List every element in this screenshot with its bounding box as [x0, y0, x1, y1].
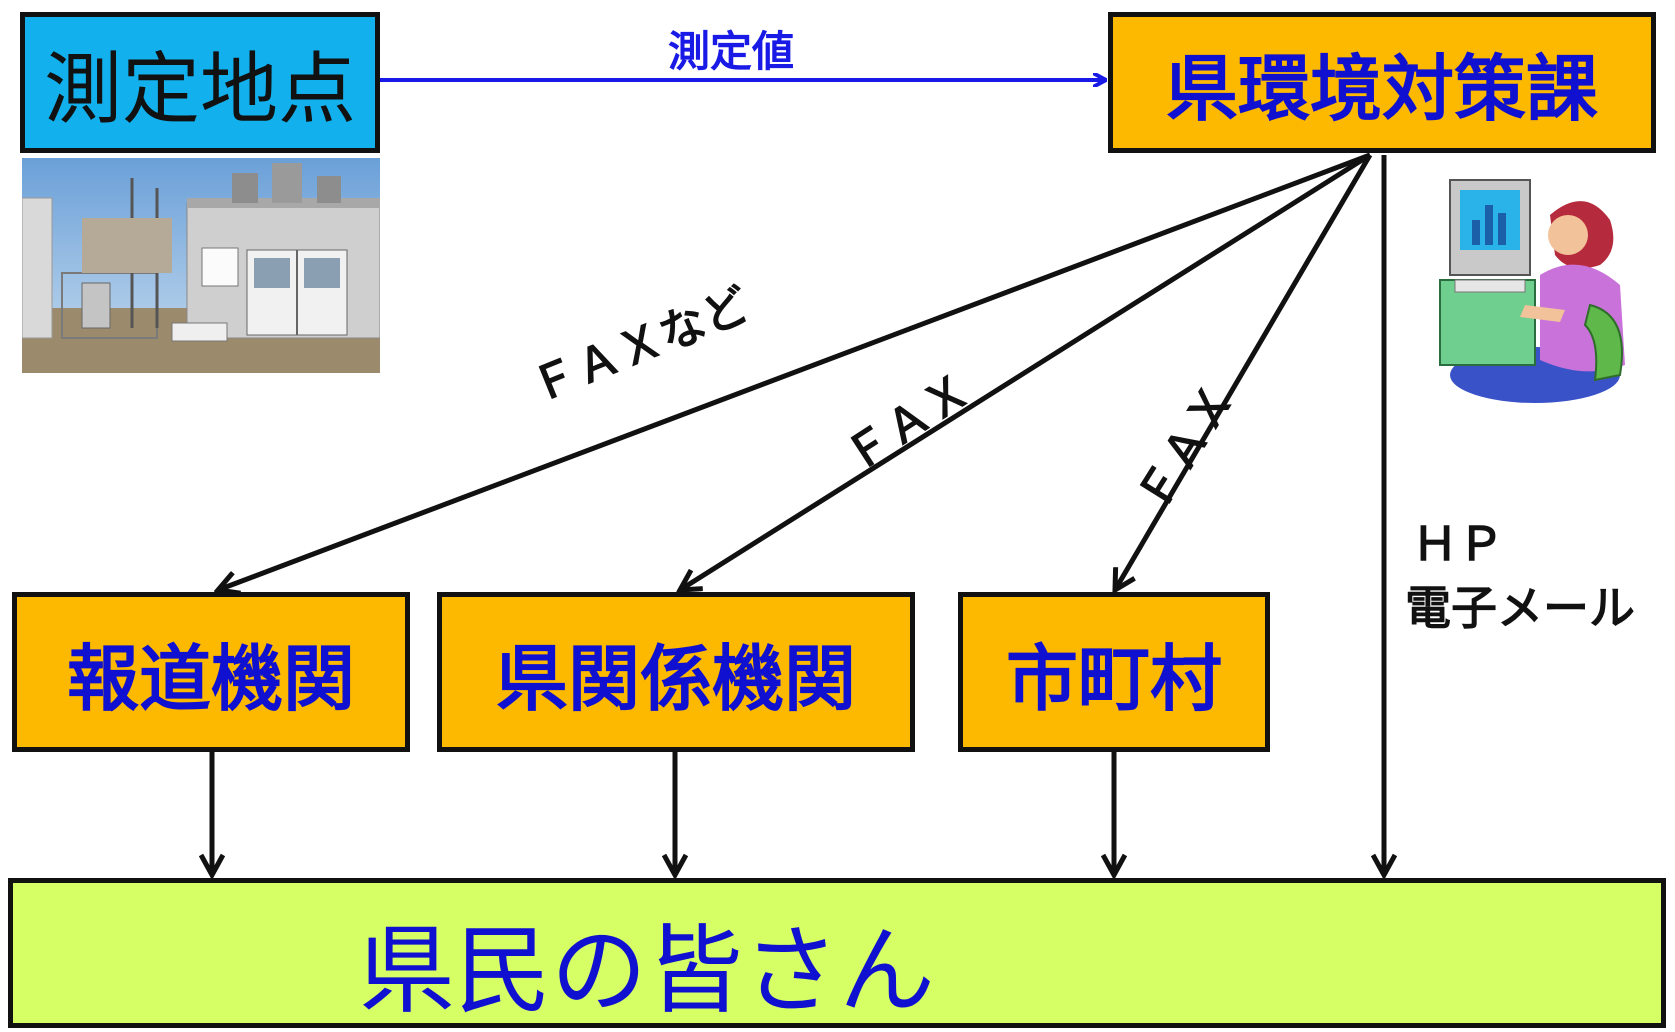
pref-related-label: 県関係機関	[495, 636, 856, 721]
measurement-point-box: 測定地点	[20, 12, 380, 153]
measurement-point-label: 測定地点	[43, 44, 356, 135]
residents-box: 県民の皆さん	[8, 878, 1666, 1028]
pref-related-box: 県関係機関	[437, 592, 915, 752]
arrow-division-to-municipalities	[1115, 153, 1373, 590]
press-box: 報道機関	[12, 592, 410, 752]
monitoring-station-photo	[22, 158, 380, 373]
pref-env-division-box: 県環境対策課	[1108, 12, 1656, 153]
press-label: 報道機関	[66, 636, 355, 721]
municipalities-box: 市町村	[958, 592, 1270, 752]
municipalities-label: 市町村	[1005, 636, 1222, 721]
pref-env-division-label: 県環境対策課	[1165, 47, 1598, 131]
email-label: 電子メール	[1405, 581, 1635, 635]
hp-label: ＨＰ	[1412, 517, 1504, 571]
residents-label: 県民の皆さん	[359, 915, 935, 1027]
arrow-division-to-press	[218, 152, 1371, 590]
person-at-computer-clipart	[1430, 175, 1635, 405]
measured-value-label: 測定値	[668, 27, 795, 76]
arrow-division-to-pref-related	[680, 152, 1372, 590]
